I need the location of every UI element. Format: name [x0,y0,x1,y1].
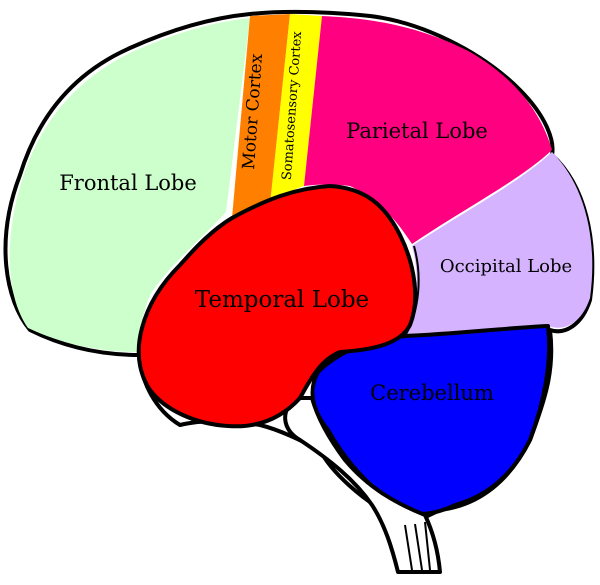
parietal-lobe-label: Parietal Lobe [346,119,488,143]
parietal-lobe-region [304,16,552,244]
motor-cortex-region [232,14,290,218]
occipital-lobe-region [405,152,593,336]
frontal-lobe-label: Frontal Lobe [59,171,197,195]
lateral-sulcus-line [404,245,420,337]
brainstem-region [283,396,442,574]
occipital-lobe-label: Occipital Lobe [440,256,572,277]
brainstem-stripe [414,523,423,571]
brainstem-stripe [404,524,413,571]
temporal-lobe-region [136,184,418,429]
brainstem-stripe [424,521,431,571]
cerebellum-label: Cerebellum [370,381,494,405]
cerebellum-region [310,324,552,516]
temporal-lobe-label: Temporal Lobe [195,287,369,313]
frontal-lobe-region [9,18,250,352]
somatosensory-cortex-region [270,14,322,204]
